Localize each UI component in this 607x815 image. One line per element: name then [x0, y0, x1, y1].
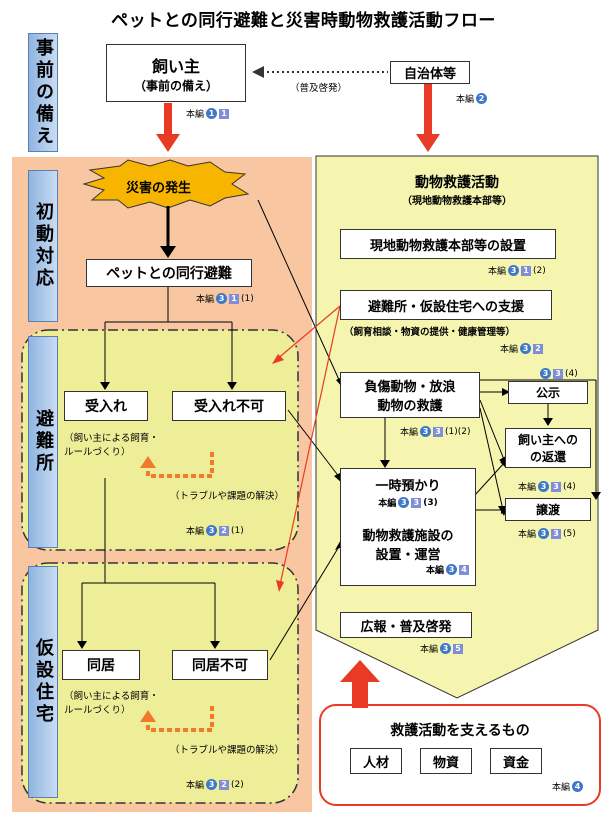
evac-box: ペットとの同行避難 [86, 259, 252, 287]
stage-prep: 事前の備え [28, 33, 58, 152]
stage-shelter: 避難所 [28, 336, 58, 548]
owner-sub: （事前の備え） [133, 78, 218, 93]
hq-box: 現地動物救護本部等の設置 [340, 229, 556, 259]
support-item-goods: 物資 [420, 748, 472, 774]
disaster-label: 災害の発生 [126, 181, 192, 196]
support-shelter-note: （飼育相談・物資の提供・健康管理等） [344, 327, 516, 338]
owner-box: 飼い主 （事前の備え） [106, 44, 246, 102]
no-cohabit-box: 同居不可 [172, 650, 268, 680]
reject-box: 受入れ不可 [172, 391, 286, 421]
owner-down-arrow [156, 134, 180, 152]
stage-temp: 仮設住宅 [28, 566, 58, 798]
gov-down-arrow [416, 134, 440, 152]
support-item-people: 人材 [350, 748, 402, 774]
support-title: 救護活動を支えるもの [390, 723, 530, 739]
rescue-subtitle: （現地動物救護本部等） [402, 196, 512, 207]
pr-box: 広報・普及啓発 [340, 612, 472, 638]
temp-note: （飼い主による飼育・ルールづくり） [64, 691, 159, 716]
support-shelter-box: 避難所・仮設住宅への支援 [340, 290, 552, 320]
return-box: 飼い主へのの返還 [505, 428, 591, 468]
page-title: ペットとの同行避難と災害時動物救護活動フロー [111, 11, 496, 31]
support-up-arrow [340, 660, 380, 682]
rescue-title: 動物救護活動 [415, 175, 499, 191]
spread-arrow [252, 66, 264, 78]
injured-box: 負傷動物・放浪動物の救護 [340, 372, 480, 418]
support-item-funds: 資金 [490, 748, 542, 774]
shelter-trouble: （トラブルや課題の解決） [170, 491, 285, 502]
transfer-box: 譲渡 [505, 498, 591, 521]
shelter-note: （飼い主による飼育・ルールづくり） [64, 433, 159, 458]
temp-trouble: （トラブルや課題の解決） [170, 745, 285, 756]
disaster-burst [82, 159, 250, 209]
accept-box: 受入れ [64, 391, 148, 421]
owner-label: 飼い主 [151, 56, 200, 76]
stage-initial: 初動対応 [28, 170, 58, 322]
announce-box: 公示 [508, 381, 588, 404]
temp-housing-area [21, 562, 299, 804]
gov-box: 自治体等 [390, 61, 470, 84]
spread-label: （普及啓発） [290, 83, 348, 94]
cohabit-box: 同居 [62, 650, 140, 680]
